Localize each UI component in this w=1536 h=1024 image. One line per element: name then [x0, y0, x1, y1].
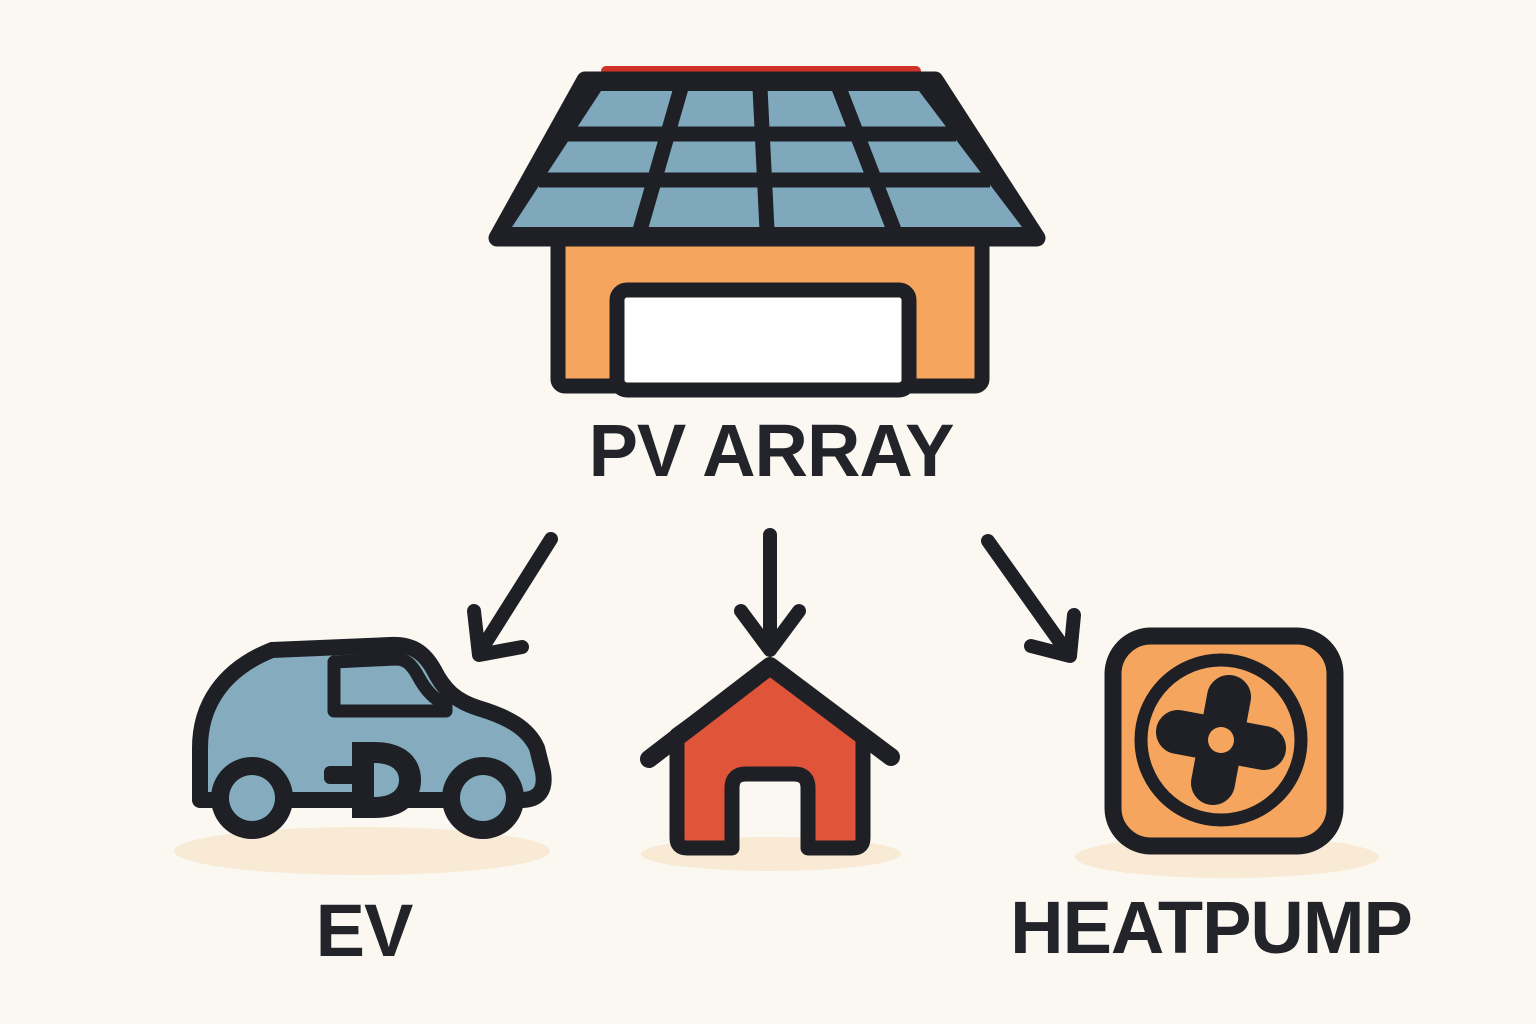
- heatpump-label: HEATPUMP: [1010, 886, 1413, 969]
- fan-ring: [1134, 653, 1308, 827]
- car-body: [192, 636, 552, 808]
- rear-wheel: [211, 757, 293, 839]
- house-roof-eaves: [640, 657, 900, 768]
- house-body: [669, 660, 871, 856]
- front-wheel: [442, 757, 524, 839]
- arrow-to-house-icon: [734, 528, 806, 657]
- arrow-to-heatpump-icon: [981, 534, 1081, 663]
- ev-car-icon: [174, 636, 552, 875]
- car-window: [327, 652, 453, 718]
- charging-plug-icon: [324, 742, 421, 818]
- pv-array-label: PV ARRAY: [588, 409, 955, 492]
- ev-shadow: [174, 827, 550, 875]
- house-icon: [640, 657, 901, 871]
- edge-arrows: [467, 528, 1081, 663]
- panel-grid: [539, 85, 990, 233]
- solar-panel-house-icon: [488, 66, 1046, 398]
- arrow-to-ev-icon: [467, 532, 558, 662]
- fan-hub: [1208, 727, 1234, 753]
- ev-label: EV: [315, 889, 414, 972]
- heatpump-fan-icon: [1075, 627, 1379, 878]
- garage-door: [609, 282, 917, 398]
